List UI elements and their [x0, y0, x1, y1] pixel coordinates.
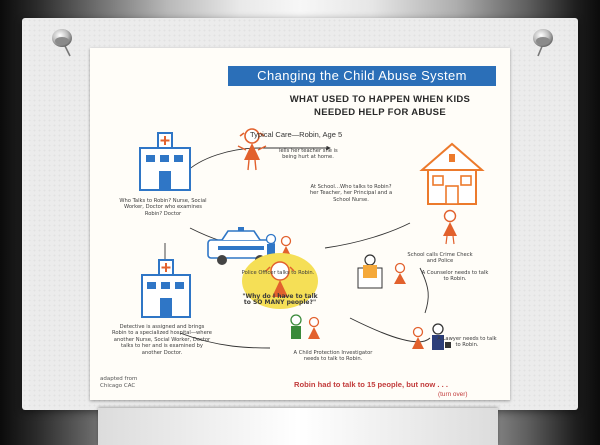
- label-who-talks: Who Talks to Robin? Nurse, Social Worker…: [119, 198, 207, 217]
- counselor-scene: [357, 254, 406, 289]
- turn-over-text: (turn over): [438, 391, 468, 398]
- hospital-icon-top: [139, 132, 191, 191]
- typical-care-label: Typical Care—Robin, Age 5: [250, 130, 343, 139]
- speech-bubble-text: "Why do I have to talk to SO MANY people…: [242, 293, 318, 307]
- label-counselor: A Counselor needs to talk to Robin.: [421, 270, 489, 283]
- school-icon: [419, 142, 485, 205]
- poster-artwork: [139, 128, 485, 350]
- adapted-line1: adapted from: [100, 376, 138, 382]
- poster-heading-line1: WHAT USED TO HAPPEN WHEN KIDS: [289, 94, 471, 105]
- slide-under-card: [98, 408, 498, 445]
- poster-banner: Changing the Child Abuse System: [228, 66, 496, 86]
- footer-red-text: Robin had to talk to 15 people, but now …: [294, 380, 448, 389]
- pushpin-left-icon: [52, 29, 72, 57]
- detective-figures: [290, 314, 320, 339]
- bubble-robin: [242, 253, 318, 309]
- label-police-officer: Police Officer talks to Robin.: [241, 270, 315, 276]
- child-figure-school: [443, 209, 457, 245]
- label-lawyer: A Lawyer needs to talk to Robin.: [437, 336, 497, 349]
- pushpin-right-icon: [533, 29, 553, 57]
- label-tells-teacher: Tells her teacher she is being hurt at h…: [278, 148, 338, 161]
- officer-figure: [265, 233, 277, 256]
- hospital-icon-bottom: [141, 259, 191, 318]
- child-figure-top: [237, 128, 267, 171]
- lawyer-figures: [412, 323, 451, 350]
- label-detective: Detective is assigned and brings Robin t…: [112, 324, 212, 356]
- label-at-school: At School…Who talks to Robin? her Teache…: [309, 184, 393, 203]
- poster-heading-line2: NEEDED HELP FOR ABUSE: [314, 107, 446, 118]
- label-investigator: A Child Protection Investigator needs to…: [293, 350, 373, 363]
- adapted-line2: Chicago CAC: [100, 383, 136, 389]
- label-school-calls: School calls Crime Check and Police: [407, 252, 473, 265]
- poster-paper: Changing the Child Abuse System WHAT USE…: [90, 48, 510, 400]
- adapted-credit: adapted from Chicago CAC: [100, 376, 160, 390]
